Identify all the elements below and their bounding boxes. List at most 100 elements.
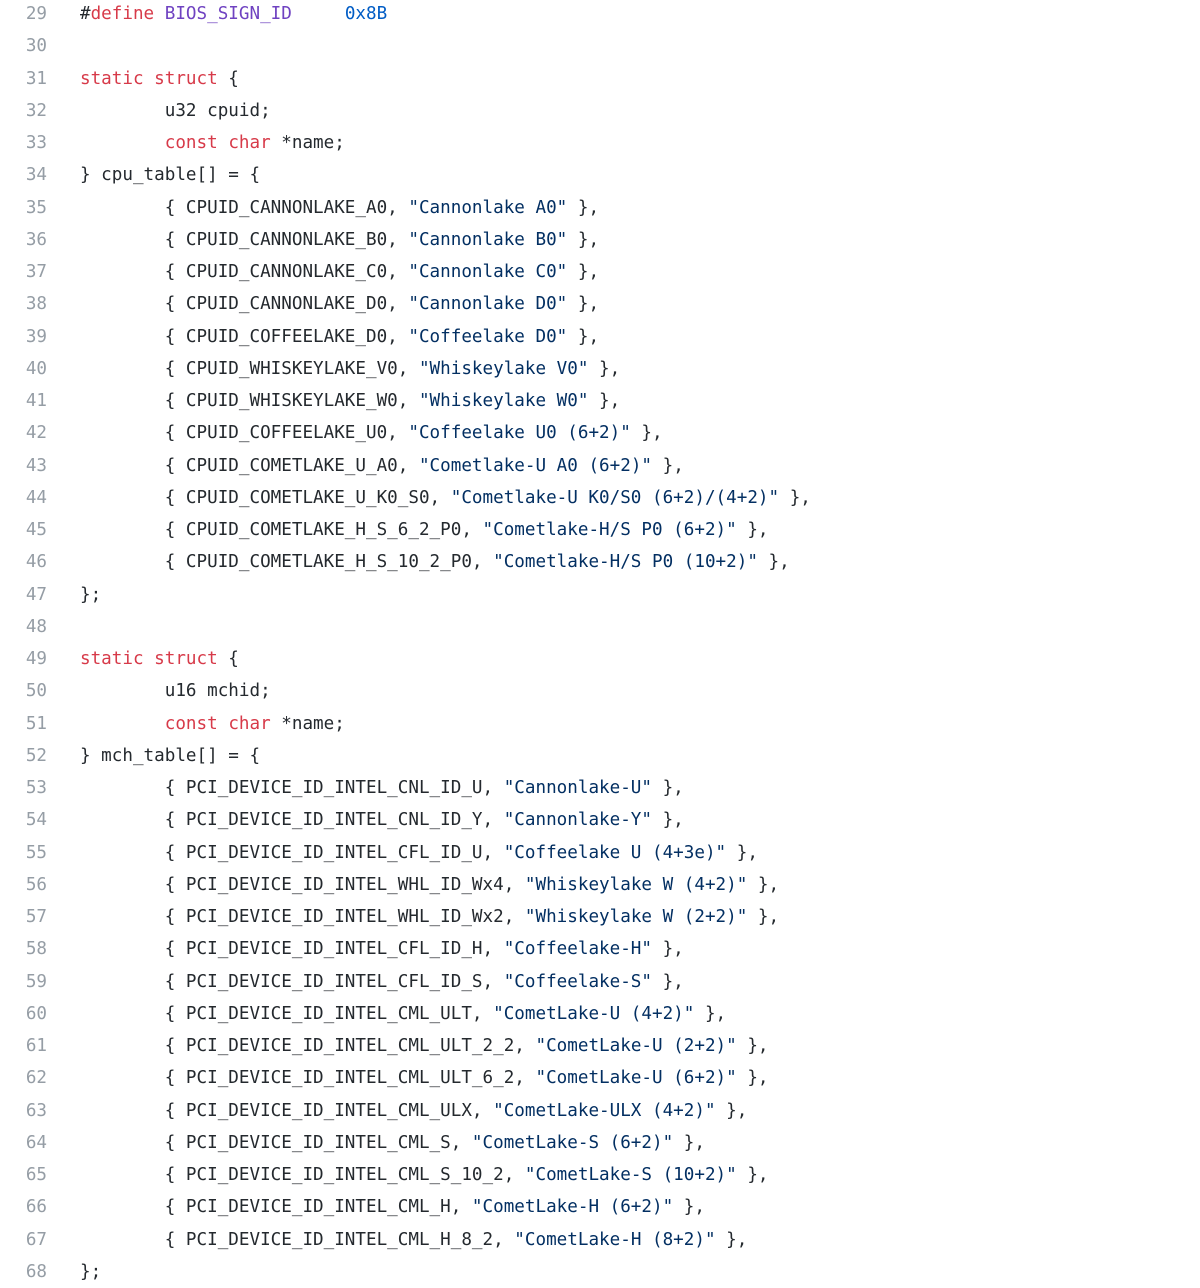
- code-line: 51 const char *name;: [0, 708, 811, 740]
- code-text: },: [747, 907, 780, 927]
- string-token: "CometLake-U (4+2)": [493, 1003, 695, 1024]
- string-token: "Cannonlake-Y": [503, 810, 652, 831]
- line-number[interactable]: 47: [25, 584, 47, 605]
- code-text: { PCI_DEVICE_ID_INTEL_CML_ULT_2_2,: [80, 1036, 536, 1056]
- line-number[interactable]: 57: [25, 907, 47, 927]
- code-text: { PCI_DEVICE_ID_INTEL_CFL_ID_U,: [80, 842, 504, 863]
- code-text: u16 mchid;: [80, 681, 271, 702]
- line-number[interactable]: 66: [25, 1197, 47, 1218]
- line-number[interactable]: 51: [25, 713, 47, 734]
- line-number[interactable]: 29: [25, 4, 47, 24]
- code-text: { PCI_DEVICE_ID_INTEL_WHL_ID_Wx4,: [80, 874, 525, 895]
- code-text: },: [652, 939, 684, 960]
- code-text: },: [567, 262, 600, 282]
- line-source: { CPUID_COMETLAKE_U_A0, "Cometlake-U A0 …: [80, 450, 684, 482]
- code-text: { CPUID_CANNONLAKE_A0,: [80, 197, 409, 218]
- string-token: "CometLake-ULX (4+2)": [493, 1100, 716, 1121]
- line-number[interactable]: 43: [25, 455, 47, 476]
- code-view: 29#define BIOS_SIGN_ID 0x8B 30 31 static st…: [0, 0, 811, 1282]
- code-text: },: [567, 326, 600, 347]
- code-text: { PCI_DEVICE_ID_INTEL_WHL_ID_Wx2,: [80, 907, 525, 927]
- line-source: { CPUID_CANNONLAKE_D0, "Cannonlake D0" }…: [80, 288, 599, 320]
- code-line: 58 { PCI_DEVICE_ID_INTEL_CFL_ID_H, "Coff…: [0, 933, 811, 965]
- line-number[interactable]: 30: [25, 36, 47, 57]
- line-source: { CPUID_COMETLAKE_H_S_6_2_P0, "Cometlake…: [80, 514, 769, 546]
- line-source: { PCI_DEVICE_ID_INTEL_CNL_ID_U, "Cannonl…: [80, 772, 684, 804]
- line-number[interactable]: 35: [25, 197, 47, 218]
- code-text: { PCI_DEVICE_ID_INTEL_CML_ULT,: [80, 1003, 494, 1024]
- code-text: { PCI_DEVICE_ID_INTEL_CML_H,: [80, 1197, 472, 1218]
- line-number[interactable]: 31: [25, 68, 47, 89]
- line-number[interactable]: 36: [25, 229, 47, 250]
- code-text: },: [588, 358, 621, 379]
- line-number[interactable]: 54: [25, 810, 47, 831]
- code-text: *name;: [270, 133, 345, 153]
- line-number[interactable]: 50: [25, 681, 47, 702]
- line-source: { CPUID_CANNONLAKE_A0, "Cannonlake A0" }…: [80, 192, 599, 224]
- line-number[interactable]: 59: [25, 971, 47, 992]
- code-line: 46 { CPUID_COMETLAKE_H_S_10_2_P0, "Comet…: [0, 546, 811, 578]
- line-number[interactable]: 60: [25, 1003, 47, 1024]
- line-number[interactable]: 42: [25, 423, 47, 444]
- line-number[interactable]: 46: [25, 552, 47, 573]
- line-number[interactable]: 56: [25, 874, 47, 895]
- line-number[interactable]: 63: [25, 1100, 47, 1121]
- line-number[interactable]: 49: [25, 649, 47, 669]
- line-number[interactable]: 41: [25, 391, 47, 411]
- line-number[interactable]: 48: [25, 616, 47, 637]
- keyword-token: char: [228, 133, 271, 153]
- code-line: 50 u16 mchid;: [0, 675, 811, 707]
- code-line: 63 { PCI_DEVICE_ID_INTEL_CML_ULX, "Comet…: [0, 1095, 811, 1127]
- code-text: };: [80, 584, 102, 605]
- line-number[interactable]: 39: [25, 326, 47, 347]
- code-text: { CPUID_COFFEELAKE_D0,: [80, 326, 409, 347]
- code-line: 32 u32 cpuid;: [0, 95, 811, 127]
- string-token: "Whiskeylake V0": [418, 358, 589, 379]
- line-source: const char *name;: [80, 708, 345, 740]
- code-line: 29#define BIOS_SIGN_ID 0x8B: [0, 0, 811, 30]
- code-line: 45 { CPUID_COMETLAKE_H_S_6_2_P0, "Cometl…: [0, 514, 811, 546]
- code-text: },: [630, 423, 663, 444]
- line-number[interactable]: 55: [25, 842, 47, 863]
- line-number[interactable]: 58: [25, 939, 47, 960]
- line-number[interactable]: 40: [25, 358, 47, 379]
- code-text: { PCI_DEVICE_ID_INTEL_CFL_ID_H,: [80, 939, 504, 960]
- string-token: "CometLake-S (6+2)": [471, 1132, 674, 1153]
- line-number[interactable]: 44: [25, 487, 47, 508]
- line-number[interactable]: 62: [25, 1068, 47, 1089]
- code-text: { CPUID_CANNONLAKE_B0,: [80, 229, 409, 250]
- code-text: [80, 714, 165, 734]
- line-number[interactable]: 64: [25, 1132, 47, 1153]
- line-number[interactable]: 37: [25, 262, 47, 282]
- line-source: { PCI_DEVICE_ID_INTEL_CML_ULT, "CometLak…: [80, 998, 726, 1030]
- code-text: },: [747, 874, 780, 895]
- code-text: [154, 4, 165, 24]
- line-source: { CPUID_COMETLAKE_U_K0_S0, "Cometlake-U …: [80, 482, 811, 514]
- line-number[interactable]: 38: [25, 294, 47, 315]
- line-number[interactable]: 33: [25, 133, 47, 153]
- code-line: 37 { CPUID_CANNONLAKE_C0, "Cannonlake C0…: [0, 256, 811, 288]
- line-number[interactable]: 34: [25, 165, 47, 186]
- line-source: { CPUID_WHISKEYLAKE_V0, "Whiskeylake V0"…: [80, 353, 621, 385]
- line-number[interactable]: 67: [25, 1229, 47, 1250]
- line-number[interactable]: 68: [25, 1261, 47, 1282]
- code-text: },: [736, 1036, 769, 1056]
- line-number[interactable]: 32: [25, 100, 47, 121]
- code-text: },: [736, 1068, 769, 1089]
- line-source: { CPUID_WHISKEYLAKE_W0, "Whiskeylake W0"…: [80, 385, 621, 417]
- line-source: { PCI_DEVICE_ID_INTEL_CML_ULT_2_2, "Come…: [80, 1030, 769, 1062]
- code-line: 60 { PCI_DEVICE_ID_INTEL_CML_ULT, "Comet…: [0, 998, 811, 1030]
- code-line: 48: [0, 611, 811, 643]
- line-source: static struct {: [80, 643, 239, 675]
- line-number[interactable]: 61: [25, 1036, 47, 1056]
- line-number[interactable]: 52: [25, 745, 47, 766]
- line-number[interactable]: 65: [25, 1165, 47, 1185]
- code-text: { CPUID_COMETLAKE_H_S_6_2_P0,: [80, 520, 483, 540]
- line-source: const char *name;: [80, 127, 345, 159]
- code-text: { CPUID_COMETLAKE_H_S_10_2_P0,: [80, 552, 494, 573]
- line-number[interactable]: 53: [25, 778, 47, 798]
- line-source: { PCI_DEVICE_ID_INTEL_CNL_ID_Y, "Cannonl…: [80, 804, 684, 836]
- keyword-token: struct: [154, 68, 218, 89]
- line-number[interactable]: 45: [25, 520, 47, 540]
- code-line: 34} cpu_table[] = {: [0, 159, 811, 191]
